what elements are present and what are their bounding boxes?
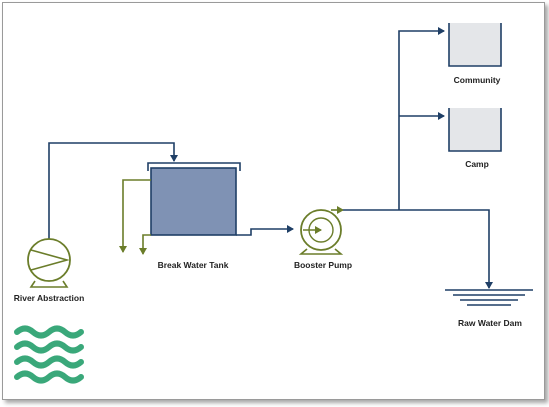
water-waves-icon <box>14 325 84 384</box>
label-river-abstraction: River Abstraction <box>14 293 85 303</box>
diagram-canvas: River Abstraction Break Water Tank Boost… <box>2 2 545 400</box>
camp-reservoir <box>448 108 502 152</box>
label-break-water-tank: Break Water Tank <box>158 260 229 270</box>
booster-pump-icon <box>298 206 344 255</box>
pipe-river-to-tank <box>48 142 178 239</box>
dam-water-lines-icon <box>445 289 533 306</box>
pipe-riser-to-community <box>398 27 445 210</box>
tank-inlet-bracket <box>147 162 241 171</box>
break-water-tank <box>150 167 237 236</box>
pipe-tank-to-booster <box>236 225 294 236</box>
label-camp: Camp <box>465 159 489 169</box>
label-raw-water-dam: Raw Water Dam <box>458 318 522 328</box>
water-flow-diagram: River Abstraction Break Water Tank Boost… <box>14 23 533 384</box>
tank-drain-pipe <box>139 234 151 255</box>
label-booster-pump: Booster Pump <box>294 260 352 270</box>
community-reservoir <box>448 23 502 67</box>
river-pump-icon <box>27 238 71 288</box>
tank-overflow-pipe <box>119 179 151 253</box>
pipe-booster-outlet <box>343 209 493 289</box>
label-community: Community <box>454 75 501 85</box>
